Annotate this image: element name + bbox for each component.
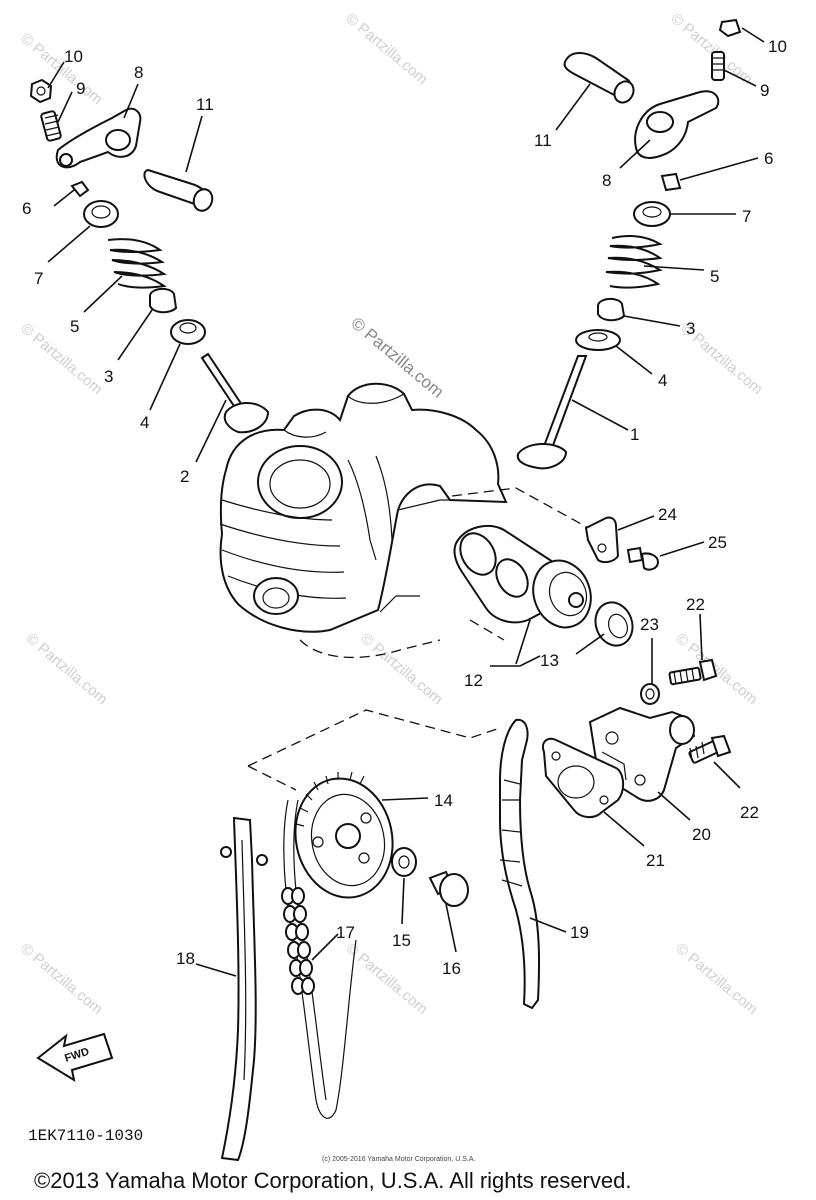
valve-spring-left xyxy=(107,238,167,289)
intake-valve xyxy=(200,352,270,434)
watermark: © Partzilla.com xyxy=(342,940,430,1018)
callout-10: 10 xyxy=(64,47,83,66)
callout-11: 11 xyxy=(196,95,214,114)
callout-17: 17 xyxy=(336,923,355,942)
locknut-left xyxy=(29,78,53,104)
callout-7: 7 xyxy=(742,207,751,226)
spring-seat-left xyxy=(170,319,206,345)
watermark: © Partzilla.com xyxy=(17,940,105,1018)
tensioner-gasket xyxy=(542,737,624,818)
callout-8: 8 xyxy=(602,171,611,190)
callout-10: 10 xyxy=(768,37,787,56)
callout-4: 4 xyxy=(658,371,667,390)
callout-21: 21 xyxy=(646,851,665,870)
callout-25: 25 xyxy=(708,533,727,552)
exhaust-port xyxy=(253,577,299,615)
callout-15: 15 xyxy=(392,931,411,950)
callout-12: 12 xyxy=(464,671,483,690)
adjusting-screw-left xyxy=(40,110,62,142)
callout-13: 13 xyxy=(540,651,559,670)
small-copyright: (c) 2005-2016 Yamaha Motor Corporation, … xyxy=(322,1156,475,1163)
callout-4: 4 xyxy=(140,413,149,432)
watermark: © Partzilla.com xyxy=(672,940,760,1018)
callouts: 10 9 8 11 6 7 5 3 4 2 10 9 11 8 6 7 5 3 … xyxy=(22,37,787,978)
tensioner-assembly xyxy=(542,613,741,847)
callout-3: 3 xyxy=(686,319,695,338)
left-valve-train xyxy=(29,61,270,463)
callout-5: 5 xyxy=(70,317,79,336)
sprocket-bolt xyxy=(428,870,469,907)
callout-8: 8 xyxy=(134,63,143,82)
cylinder-head xyxy=(219,382,593,658)
callout-20: 20 xyxy=(692,825,711,844)
camshaft-washer xyxy=(594,601,634,647)
valve-stem-seal-left xyxy=(149,288,178,314)
chain-guides xyxy=(195,718,567,1162)
callout-9: 9 xyxy=(76,79,85,98)
tensioner-bolt-upper xyxy=(668,658,718,686)
adjusting-screw-right xyxy=(711,51,725,81)
callout-3: 3 xyxy=(104,367,113,386)
callout-24: 24 xyxy=(658,505,677,524)
callout-19: 19 xyxy=(570,923,589,942)
spring-retainer-left xyxy=(83,200,119,228)
callout-22: 22 xyxy=(740,803,759,822)
exhaust-valve xyxy=(516,355,588,470)
callout-2: 2 xyxy=(180,467,189,486)
callout-6: 6 xyxy=(22,199,31,218)
callout-7: 7 xyxy=(34,269,43,288)
chain-guide-left xyxy=(220,816,257,1162)
valve-cotter-left xyxy=(70,180,90,198)
rocker-arm-right xyxy=(634,90,720,159)
watermark: © Partzilla.com xyxy=(22,630,110,708)
callout-6: 6 xyxy=(764,149,773,168)
watermark: © Partzilla.com xyxy=(342,10,430,88)
cam-chain xyxy=(281,887,315,995)
camshaft-bearing xyxy=(532,559,592,629)
valve-spring-right xyxy=(605,235,663,289)
watermark: © Partzilla.com xyxy=(17,320,105,398)
callout-1: 1 xyxy=(630,425,639,444)
drawing-code: 1EK7110-1030 xyxy=(28,1127,143,1145)
camshaft-assembly xyxy=(453,515,705,667)
callout-22: 22 xyxy=(686,595,705,614)
spring-retainer-right xyxy=(633,201,671,227)
tensioner-washer xyxy=(640,683,660,705)
callout-23: 23 xyxy=(640,615,659,634)
spring-seat-right xyxy=(575,329,621,351)
watermark: © Partzilla.com xyxy=(357,630,445,708)
callout-18: 18 xyxy=(176,949,195,968)
right-valve-train xyxy=(516,18,765,470)
callout-16: 16 xyxy=(442,959,461,978)
callout-5: 5 xyxy=(710,267,719,286)
rocker-arm-left xyxy=(55,107,142,169)
camshaft-stopper-plate xyxy=(584,516,620,564)
locknut-right xyxy=(718,18,742,38)
tensioner-bolt-lower xyxy=(688,734,732,764)
cam-drive xyxy=(247,709,501,1119)
callout-14: 14 xyxy=(434,791,453,810)
callout-11: 11 xyxy=(534,131,552,150)
sprocket-washer xyxy=(391,847,417,877)
chain-guide-right xyxy=(499,718,541,1010)
valve-cotter-right xyxy=(660,172,682,192)
fwd-arrow: FWD xyxy=(36,1032,114,1083)
valve-stem-seal-right xyxy=(597,298,626,322)
stopper-bolt xyxy=(626,546,660,571)
copyright-notice: ©2013 Yamaha Motor Corporation, U.S.A. A… xyxy=(34,1168,631,1193)
callout-9: 9 xyxy=(760,81,769,100)
